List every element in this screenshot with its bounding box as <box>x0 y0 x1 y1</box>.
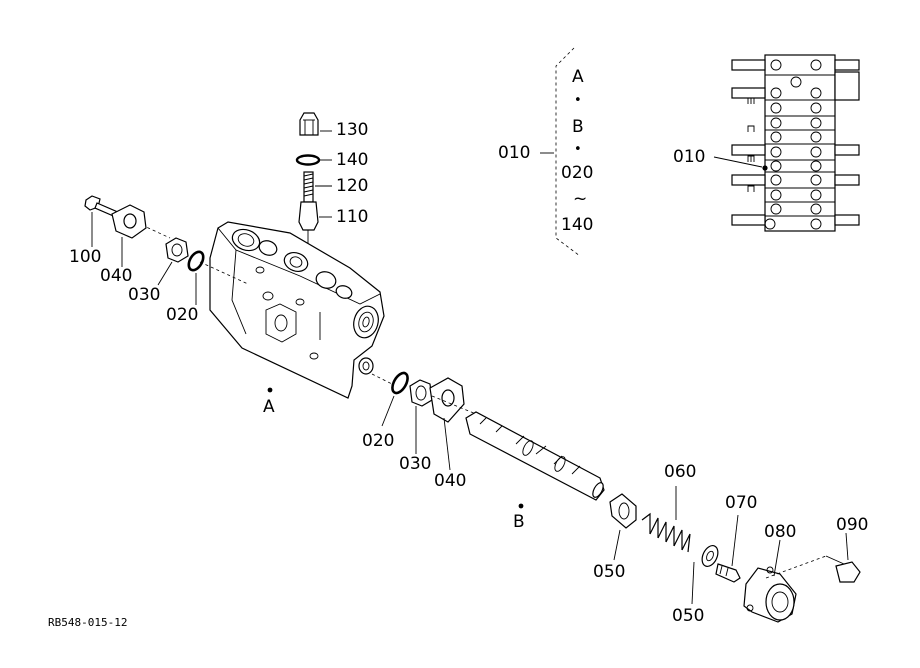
part-label-030-mid: 030 <box>399 454 432 474</box>
spring-assembly <box>609 486 741 605</box>
spool <box>465 411 605 509</box>
part-label-140: 140 <box>336 150 369 170</box>
part-label-040-left: 040 <box>100 266 133 286</box>
part-label-050-upper: 050 <box>593 562 626 582</box>
legend-item-020: 020 <box>561 163 594 183</box>
part-label-020-left: 020 <box>166 305 199 325</box>
part-label-070: 070 <box>725 493 758 513</box>
part-label-040-mid: 040 <box>434 471 467 491</box>
legend-dot-2: • <box>574 142 582 157</box>
part-label-020-mid: 020 <box>362 431 395 451</box>
legend-item-140: 140 <box>561 215 594 235</box>
part-label-120: 120 <box>336 176 369 196</box>
stack-label-010: 010 <box>673 147 706 167</box>
end-cap <box>743 532 861 623</box>
part-label-090: 090 <box>836 515 869 535</box>
valve-body <box>199 221 393 399</box>
part-label-080: 080 <box>764 522 797 542</box>
part-label-100: 100 <box>69 247 102 267</box>
point-label-B: B <box>513 512 525 532</box>
left-seal-parts <box>84 195 205 305</box>
legend-bracket <box>540 47 581 257</box>
reference-code: RB548-015-12 <box>48 616 128 629</box>
part-label-050-lower: 050 <box>672 606 705 626</box>
part-label-030-left: 030 <box>128 285 161 305</box>
part-label-130: 130 <box>336 120 369 140</box>
part-label-110: 110 <box>336 207 369 227</box>
relief-bolt-group <box>295 112 332 246</box>
middle-seal-parts <box>381 371 477 471</box>
legend-item-A: A <box>572 67 584 87</box>
valve-stack <box>713 54 860 232</box>
legend-assembly-label: 010 <box>498 143 531 163</box>
legend-dot-1: • <box>574 93 582 108</box>
point-label-A: A <box>263 397 275 417</box>
legend-tilde: ~ <box>573 189 588 209</box>
legend-item-B: B <box>572 117 584 137</box>
part-label-060: 060 <box>664 462 697 482</box>
